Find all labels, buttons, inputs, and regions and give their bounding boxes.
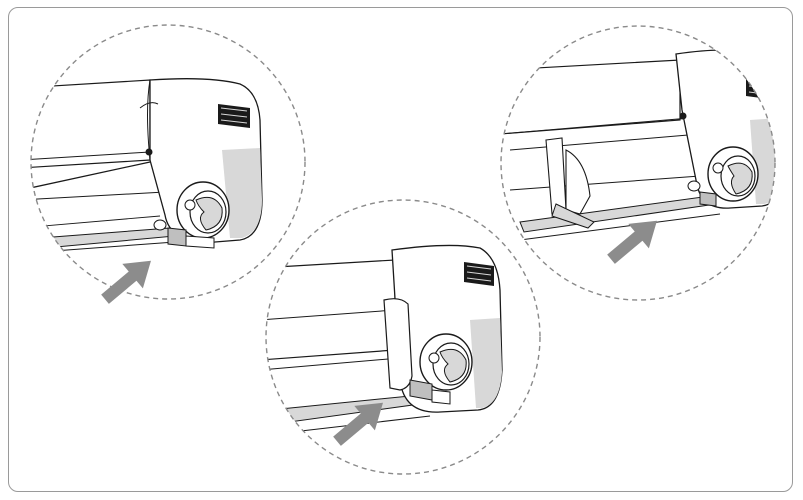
panel-step-3 — [500, 25, 776, 301]
panel-step-1 — [30, 24, 306, 304]
dashed-circle-icon — [30, 24, 306, 300]
arrow-icon — [607, 220, 657, 264]
dashed-circle-icon — [265, 199, 541, 475]
arrow-icon — [333, 402, 383, 446]
awning-detail-3 — [501, 49, 775, 241]
awning-detail-2 — [266, 244, 503, 435]
arrow-icon — [101, 260, 151, 304]
awning-detail-1 — [31, 78, 263, 253]
logo-plate-icon — [464, 262, 494, 286]
dashed-circle-icon — [500, 25, 776, 301]
logo-plate-icon — [746, 76, 775, 100]
logo-plate-icon — [218, 104, 250, 128]
panel-step-2 — [265, 199, 541, 475]
